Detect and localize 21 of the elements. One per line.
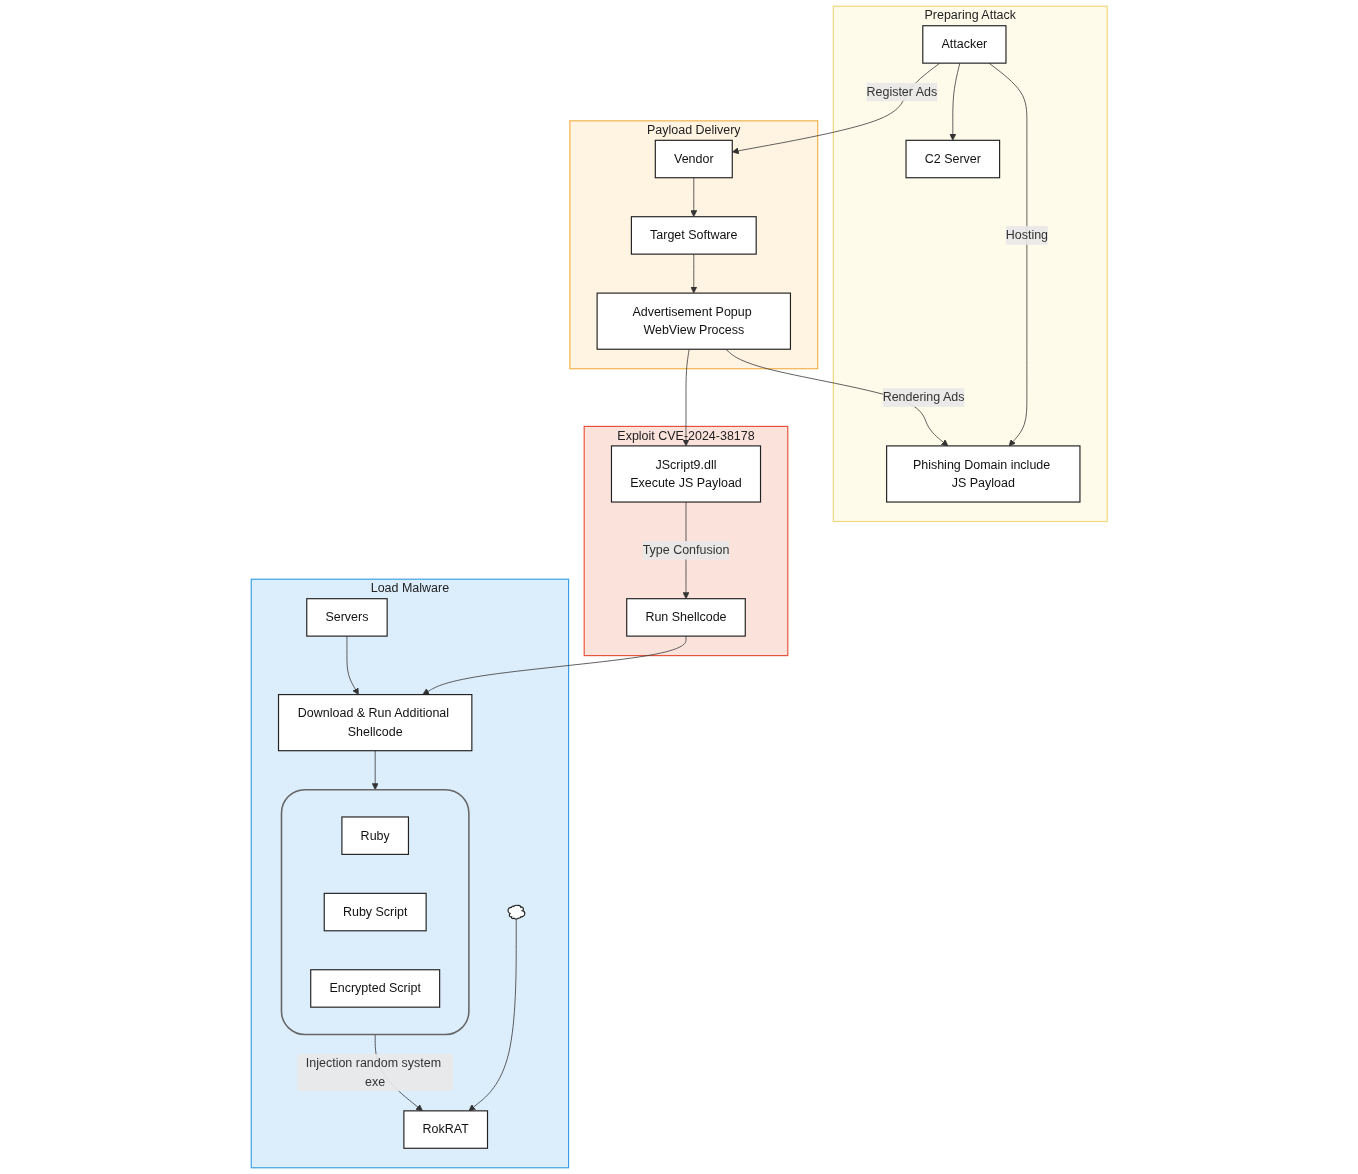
node-box: Target Software (630, 216, 757, 255)
node-box: Ruby Script (323, 892, 427, 932)
node-box: Phishing Domain include JS Payload (885, 445, 1081, 503)
edge-label: Register Ads (866, 84, 937, 99)
node-box: JScript9.dll Execute JS Payload (610, 445, 761, 503)
node-box: Vendor (654, 139, 733, 179)
node-box: Download & Run Additional Shellcode (277, 694, 473, 752)
node-box: Servers (305, 598, 388, 637)
edge-label: Hosting (1005, 228, 1048, 242)
edge-label: Type Confusion (642, 543, 730, 557)
node-box: RokRAT (403, 1110, 488, 1149)
cluster (280, 788, 470, 1036)
node-box: Ruby (341, 816, 409, 855)
edge-label: Rendering Ads (882, 390, 965, 404)
edge-label: Injection random system exe (305, 1056, 441, 1089)
node-box: Attacker (921, 25, 1007, 64)
node-box: Run Shellcode (625, 598, 746, 637)
node-cloud (507, 904, 526, 920)
node-box: Advertisement Popup WebView Process (596, 292, 791, 350)
node-box: Encrypted Script (309, 969, 440, 1008)
node-box: C2 Server (905, 139, 1000, 179)
